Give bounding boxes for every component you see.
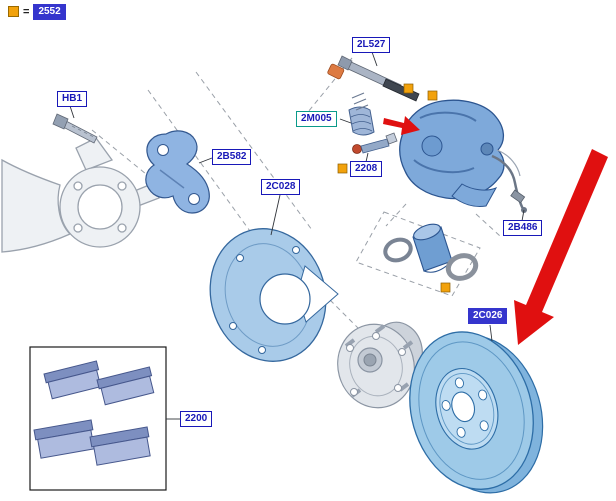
lug-holes	[441, 377, 489, 438]
legend: = 2552	[8, 4, 66, 20]
brake-pads-box	[29, 346, 167, 491]
label-hb1: HB1	[57, 91, 88, 107]
brake-hose-part	[491, 149, 527, 213]
legend-part-number: 2552	[33, 4, 66, 20]
piston-and-seals	[383, 223, 479, 281]
leader-lines	[69, 51, 525, 420]
pointer-arrow-small	[383, 116, 420, 135]
splash-shield-part	[209, 228, 339, 362]
brake-pad	[43, 360, 102, 400]
fastener-marker-icon	[8, 6, 19, 18]
brake-caliper-part	[398, 99, 505, 207]
guide-pin-bushing	[327, 63, 345, 80]
label-splash-shield: 2C028	[261, 179, 301, 195]
label-guide-pin-kit: 2L527	[352, 37, 391, 53]
guide-pin-boot-part	[348, 92, 375, 136]
piston-part	[412, 223, 453, 273]
label-brake-disc: 2C026	[468, 308, 508, 324]
label-bleed-screw: 2208	[350, 161, 383, 177]
brake-disc-part	[409, 331, 544, 494]
piston-seal-ring	[383, 237, 413, 263]
brake-pad	[96, 366, 155, 406]
pointer-arrow-large	[514, 149, 608, 345]
legend-equals: =	[23, 5, 30, 18]
label-brake-pads: 2200	[180, 411, 213, 427]
guide-pin-kit-parts	[327, 55, 420, 102]
label-caliper-bracket: 2B582	[212, 149, 252, 165]
rear-knuckle	[1, 137, 160, 253]
spring-icon	[351, 92, 369, 111]
label-brake-hose: 2B486	[503, 220, 543, 236]
brake-pad	[33, 419, 95, 459]
label-guide-pin-boot: 2M005	[296, 111, 337, 127]
bleed-screw-part	[352, 132, 398, 154]
fastener-marker-icons	[337, 83, 451, 293]
wheel-hub-part	[337, 321, 423, 409]
brake-pad	[89, 426, 151, 466]
hb1-bolt-icon	[52, 113, 98, 144]
dust-boot-ring	[445, 253, 479, 281]
caliper-bracket-part	[145, 130, 210, 214]
